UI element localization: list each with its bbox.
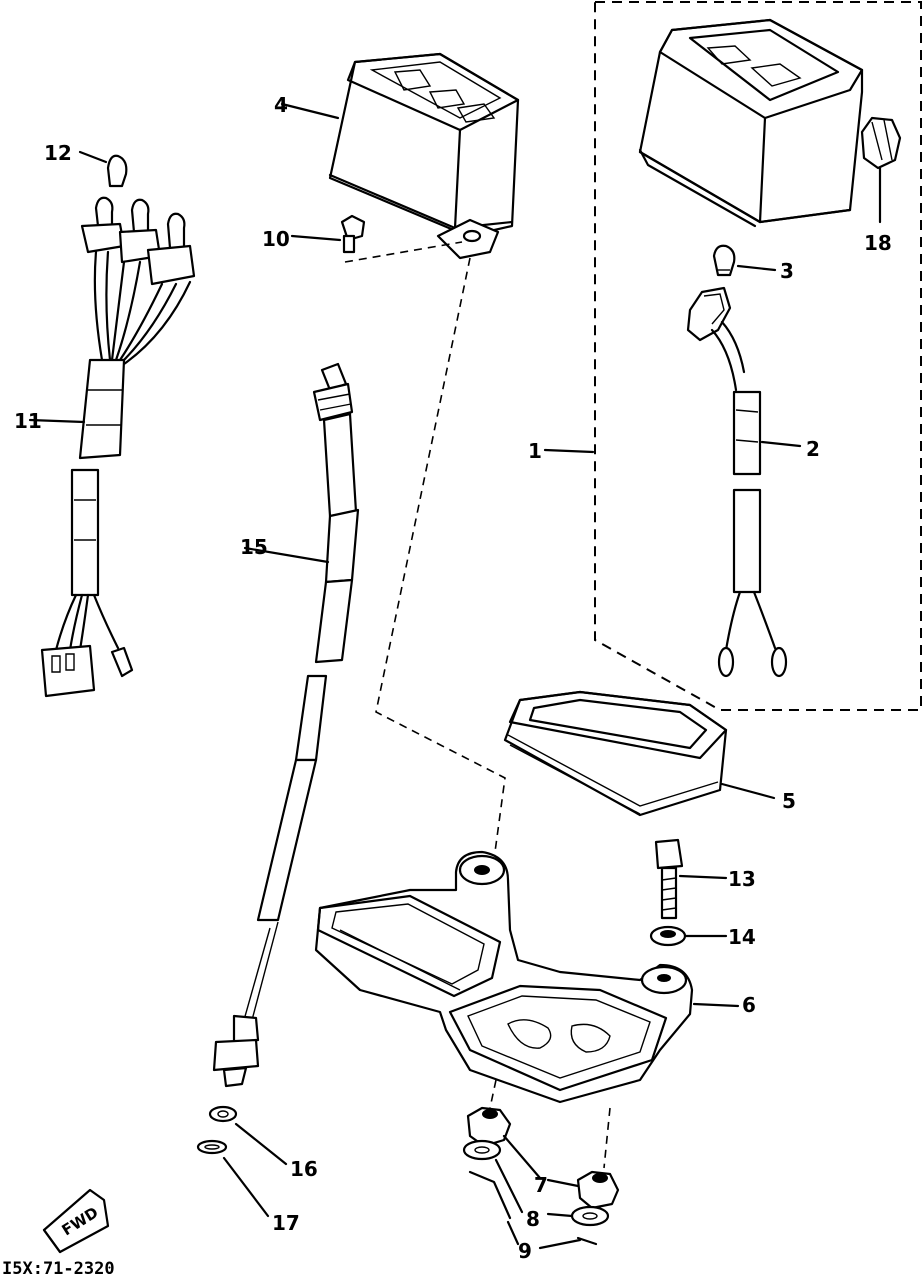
callout-12: 12 (44, 141, 72, 165)
callout-11: 11 (14, 409, 42, 433)
part-6-bracket (314, 850, 740, 1169)
callout-18: 18 (864, 231, 892, 255)
callout-2: 2 (806, 437, 820, 461)
callout-7: 7 (534, 1173, 548, 1197)
part-5-gasket (503, 690, 776, 817)
callout-9: 9 (518, 1239, 532, 1263)
part-11-lamp-harness (28, 196, 196, 698)
part-12-bulb (78, 150, 128, 188)
part-16-nut (208, 1105, 288, 1166)
part-2-socket-lead (686, 286, 802, 678)
assembly-boundary (594, 1, 922, 711)
part-14-grommet (649, 925, 728, 947)
callout-14: 14 (728, 925, 756, 949)
part-13-bolt (654, 838, 728, 920)
callout-10: 10 (262, 227, 290, 251)
part-7-damper (466, 1106, 620, 1210)
fwd-arrow: FWD (42, 1188, 110, 1254)
part-18-meter-assembly (638, 18, 902, 228)
callout-8: 8 (526, 1207, 540, 1231)
callout-16: 16 (290, 1157, 318, 1181)
callout-15: 15 (240, 535, 268, 559)
callout-4: 4 (274, 93, 288, 117)
callout-13: 13 (728, 867, 756, 891)
callout-6: 6 (742, 993, 756, 1017)
part-3-bulb (712, 244, 777, 277)
part-15-cable (212, 362, 360, 1088)
diagram-code: I5X:71-2320 (2, 1259, 115, 1277)
part-4-meter-case (280, 52, 520, 263)
callout-5: 5 (782, 789, 796, 813)
part-17-washer (196, 1139, 270, 1218)
part-9-clip (468, 1170, 598, 1250)
callout-1: 1 (528, 439, 542, 463)
part-8-washer (462, 1139, 610, 1227)
callout-17: 17 (272, 1211, 300, 1235)
callout-3: 3 (780, 259, 794, 283)
part-10-screw (290, 214, 366, 254)
